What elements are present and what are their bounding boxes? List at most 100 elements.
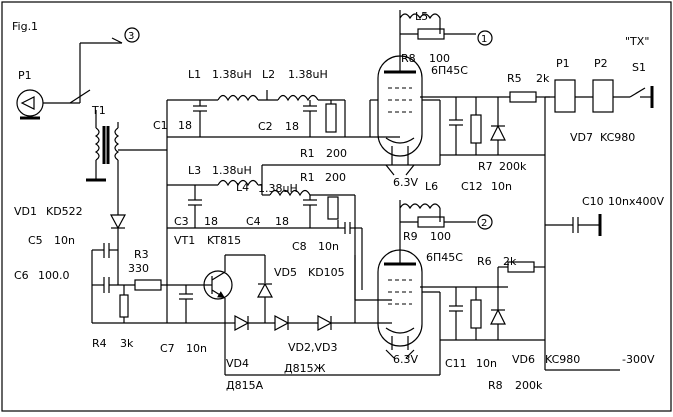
diode-vd1 [109, 214, 127, 285]
c3-value: 18 [204, 215, 218, 228]
r8-bottom-label: R8 [488, 379, 503, 392]
s1-label: S1 [632, 61, 646, 74]
zener-chain [220, 255, 440, 376]
c10-label: C10 [582, 195, 604, 208]
r5-value: 2k [536, 72, 550, 85]
l6-label: L6 [425, 180, 438, 193]
heater-bottom-label: 6.3V [393, 353, 418, 366]
p2-label: P2 [594, 57, 608, 70]
vd1-label: VD1 [14, 205, 37, 218]
vd23-label: VD2,VD3 [288, 341, 337, 354]
r1-mid-value: 200 [325, 171, 346, 184]
p1-left-label: P1 [18, 69, 32, 82]
vd1-value: KD522 [46, 205, 83, 218]
r4-value: 3k [120, 337, 134, 350]
vt1-value: KT815 [207, 234, 241, 247]
vd6-label: VD6 [512, 353, 535, 366]
c1-label: C1 [153, 119, 168, 132]
vd5-label: VD5 [274, 266, 297, 279]
r8-bottom-value: 200k [515, 379, 543, 392]
transistor-vt1 [200, 254, 265, 323]
vd6-value: KC980 [545, 353, 580, 366]
c8-value: 10n [318, 240, 339, 253]
vd7-label: VD7 [570, 131, 593, 144]
c10-capacitor [545, 214, 602, 236]
r6-label: R6 [477, 255, 492, 268]
bottom-anode-network [420, 261, 620, 371]
c3-label: C3 [174, 215, 189, 228]
c7-value: 10n [186, 342, 207, 355]
l3-value: 1.38uH [212, 164, 252, 177]
vd7-value: KC980 [600, 131, 635, 144]
tube-bottom [377, 200, 476, 375]
supply-voltage-label: -300V [622, 353, 655, 366]
c5-c6-r3-r4-network [91, 243, 220, 324]
l1-value: 1.38uH [212, 68, 252, 81]
vd4-value: Д815A [226, 379, 264, 392]
c4-value: 18 [275, 215, 289, 228]
diode-vd5 [256, 255, 274, 323]
r9-value: 100 [430, 230, 451, 243]
c12-label: C12 [461, 180, 483, 193]
vd23-value: Д815Ж [284, 362, 326, 375]
c2-label: C2 [258, 120, 273, 133]
l4-value: 1.38uH [258, 182, 298, 195]
c5-value: 10n [54, 234, 75, 247]
c10-value: 10nx400V [608, 195, 664, 208]
l1-label: L1 [188, 68, 201, 81]
vd4-label: VD4 [226, 357, 249, 370]
c11-label: C11 [445, 357, 467, 370]
r5-label: R5 [507, 72, 522, 85]
p1-right-label: P1 [556, 57, 570, 70]
node-3-label: 3 [128, 31, 134, 42]
tube-bottom-label: 6П45C [426, 251, 463, 264]
r3-label: R3 [134, 248, 149, 261]
tx-label: "TX" [625, 35, 649, 48]
transformer-t1 [86, 110, 120, 215]
l2-value: 1.38uH [288, 68, 328, 81]
c7-capacitor [179, 285, 193, 323]
vd5-value: KD105 [308, 266, 345, 279]
tube-top [369, 10, 476, 176]
filter-top [167, 90, 400, 138]
l2-label: L2 [262, 68, 275, 81]
node-2-label: 2 [481, 218, 487, 229]
top-anode-network [420, 91, 550, 370]
r3-value: 330 [128, 262, 149, 275]
tube-top-label: 6П45C [431, 64, 468, 77]
node-3-marker [124, 27, 140, 43]
r7-label: R7 [478, 160, 493, 173]
r7-value: 200k [499, 160, 527, 173]
l4-label: L4 [236, 181, 249, 194]
l5-label: L5 [415, 10, 428, 23]
heater-top-label: 6.3V [393, 176, 418, 189]
c8-label: C8 [292, 240, 307, 253]
c5-label: C5 [28, 234, 43, 247]
figure-label: Fig.1 [12, 20, 38, 33]
c2-value: 18 [285, 120, 299, 133]
c6-value: 100.0 [38, 269, 70, 282]
t1-label: T1 [91, 104, 106, 117]
r9-label: R9 [403, 230, 418, 243]
c7-label: C7 [160, 342, 175, 355]
vt1-label: VT1 [174, 234, 195, 247]
node-2-marker [477, 214, 493, 230]
l3-label: L3 [188, 164, 201, 177]
c1-value: 18 [178, 119, 192, 132]
node-1-label: 1 [481, 34, 487, 45]
r8-top-label: R8 [401, 52, 416, 65]
relays-p1-p2-s1 [545, 79, 654, 113]
c6-label: C6 [14, 269, 29, 282]
c11-value: 10n [476, 357, 497, 370]
filter-middle [167, 164, 440, 301]
r4-label: R4 [92, 337, 107, 350]
r1-mid-label: R1 [300, 171, 315, 184]
node-1-marker [477, 30, 493, 46]
c12-value: 10n [491, 180, 512, 193]
c4-label: C4 [246, 215, 261, 228]
r1-top-value: 200 [326, 147, 347, 160]
p1-relay-left [16, 37, 123, 120]
